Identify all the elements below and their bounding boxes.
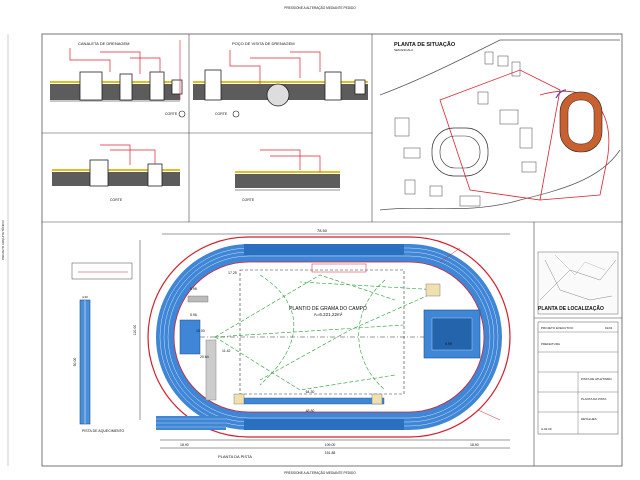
dim-side-a: 5.98	[190, 287, 197, 291]
dim-left-seg: 18.90	[180, 443, 189, 447]
detail-corte-1: CORTE	[52, 144, 180, 202]
detail2-title: POÇO DE VISITA DE DRENAGEM	[232, 41, 295, 46]
campo-title: PLANTIO DE GRAMA DO CAMPO	[289, 306, 367, 312]
sheet-border	[41, 33, 623, 467]
tb-owner: PREFEITURA	[541, 342, 560, 346]
dim-mark-2: 11.42	[222, 349, 231, 353]
dim-mark-4: 5.96	[190, 313, 197, 317]
localizacao-title: PLANTA DE LOCALIZAÇÃO	[538, 305, 604, 312]
localizacao-map: PLANTA DE LOCALIZAÇÃO	[537, 251, 619, 315]
tb-project: PROJETO EXECUTIVO	[541, 326, 574, 330]
dim-total-length: 151.88	[325, 451, 336, 455]
pista-title: PLANTA DA PISTA	[218, 454, 252, 459]
detail3-label: CORTE	[165, 112, 178, 116]
raia-height: 50.00	[73, 358, 77, 367]
situacao-map: PLANTA DE SITUAÇÃO SEM ESCALA	[379, 39, 621, 211]
dim-field-width: 17.25	[228, 271, 237, 275]
tb-line-3: DETALHES	[581, 417, 597, 421]
tb-line-1: PISTA DE ATLETISMO	[581, 377, 612, 381]
campo-area: A=6.221,22m²	[314, 312, 343, 317]
situacao-title: PLANTA DE SITUAÇÃO	[394, 41, 456, 48]
raia-title: PISTA DE AQUECIMENTO	[82, 429, 125, 433]
detail4-title: CORTE	[242, 198, 255, 202]
detail-poco: POÇO DE VISITA DE DRENAGEM CORTE	[193, 41, 368, 118]
dim-right-seg: 18.90	[470, 443, 479, 447]
pista-aquecimento: 50.00 4.30 PISTA DE AQUECIMENTO	[71, 262, 133, 433]
detail-corte-2: CORTE	[235, 149, 340, 202]
top-header-text: PRESSIONE A ALTERAÇÃO MEDIANTE PEDIDO	[284, 5, 356, 10]
title-block: PROJETO EXECUTIVO 01/01 PREFEITURA PISTA…	[537, 321, 619, 435]
tb-sheet: 01/01	[605, 326, 613, 330]
left-margin-text: PROJETO ARQUITETÔNICO	[0, 219, 5, 259]
detail3-title: CORTE	[110, 198, 123, 202]
bottom-footer-text: PRESSIONE A ALTERAÇÃO MEDIANTE PEDIDO	[284, 470, 356, 475]
detail1-title: CANALETA DE DRENAGEM	[78, 41, 130, 46]
track-plan: 78.50 110.00	[133, 228, 511, 459]
detail-canaleta: CANALETA DE DRENAGEM CORTE	[50, 40, 186, 118]
field-rectangle	[239, 269, 405, 395]
dim-mark-1: 10.00	[196, 329, 205, 333]
dim-mark-3: 20.64	[200, 355, 209, 359]
dim-side-b: 5.99	[445, 342, 452, 346]
situacao-scale: SEM ESCALA	[394, 48, 413, 52]
dim-top-width: 78.50	[317, 228, 328, 233]
dim-inner-length: 109.00	[325, 443, 336, 447]
tb-line-2: PLANTA DA PISTA	[581, 397, 606, 401]
dim-bottom-inner2: 48.80	[306, 409, 315, 413]
dim-left-height: 110.00	[133, 325, 137, 335]
detail2-sub: CORTE	[215, 112, 228, 116]
raia-width: 4.30	[82, 295, 88, 299]
track-outer-curb	[147, 236, 511, 438]
track-infield	[173, 261, 485, 413]
dim-bottom-inner: 64.30	[306, 390, 315, 394]
tb-line-4: A-02.00	[541, 427, 552, 431]
